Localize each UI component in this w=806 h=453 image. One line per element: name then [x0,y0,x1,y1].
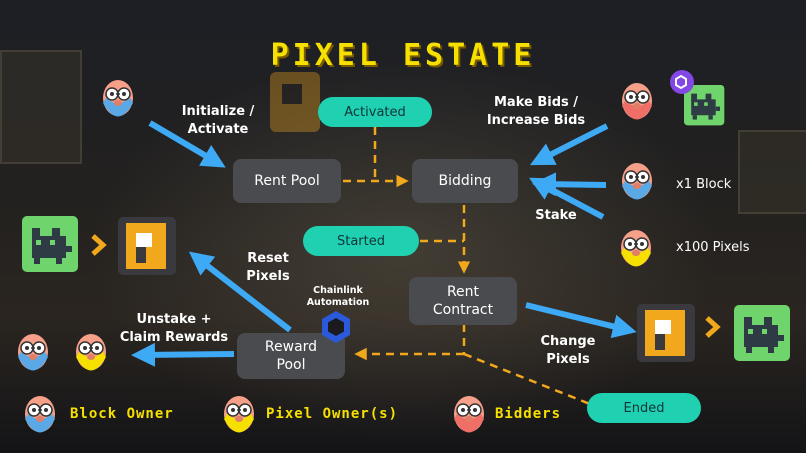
pixel-estate-logo-icon [118,217,176,275]
bidding-node: Bidding [412,159,518,203]
started-state: Started [303,226,419,256]
chevron-right-icon [91,234,107,256]
reset-pixels-label: Reset Pixels [246,251,290,284]
background-panel [0,50,82,164]
chevron-right-icon [705,316,721,338]
chainlink-icon [322,311,350,343]
avatar-icon [17,333,49,372]
reward-pool-node: Reward Pool [237,333,345,379]
x1-block-label: x1 Block [676,177,732,192]
legend-pixel-owner: Pixel Owner(s) [266,406,399,422]
page-title: PIXEL ESTATE [270,38,536,73]
polygon-icon [670,70,694,94]
avatar-icon [621,162,653,201]
avatar-icon [621,82,653,121]
rent-contract-node: Rent Contract [409,277,517,325]
arrow-make-bids [529,123,609,166]
change-pixels-label: Change Pixels [540,334,596,367]
background-panel [738,130,806,214]
initialize-label: Initialize / Activate [181,104,255,137]
avatar-icon [620,229,652,268]
make-bids-label: Make Bids / Increase Bids [486,95,586,128]
pixel-cat-icon [22,216,78,272]
ended-state: Ended [587,393,701,423]
unstake-label: Unstake + Claim Rewards [119,312,229,345]
avatar-icon [24,395,56,434]
arrow-change-pixels [525,302,637,339]
flow-ended [463,352,591,406]
avatar-icon [223,395,255,434]
avatar-icon [102,79,134,118]
arrow-initialize [148,120,226,168]
legend-bidders: Bidders [495,406,562,422]
rent-pool-node: Rent Pool [233,159,341,203]
pixel-cat-icon [684,85,725,126]
pixel-estate-logo-icon [637,304,695,362]
arrow-reset-pixels [188,251,292,333]
avatar-icon [453,395,485,434]
chainlink-label: Chainlink Automation [306,285,370,308]
stake-label: Stake [535,208,577,223]
arrow-unstake [131,342,235,367]
arrow-stake-pixels [529,177,605,220]
legend-block-owner: Block Owner [70,406,174,422]
pixel-cat-icon [734,305,790,361]
x100-pixels-label: x100 Pixels [676,240,750,255]
avatar-icon [75,333,107,372]
activated-state: Activated [318,97,432,127]
